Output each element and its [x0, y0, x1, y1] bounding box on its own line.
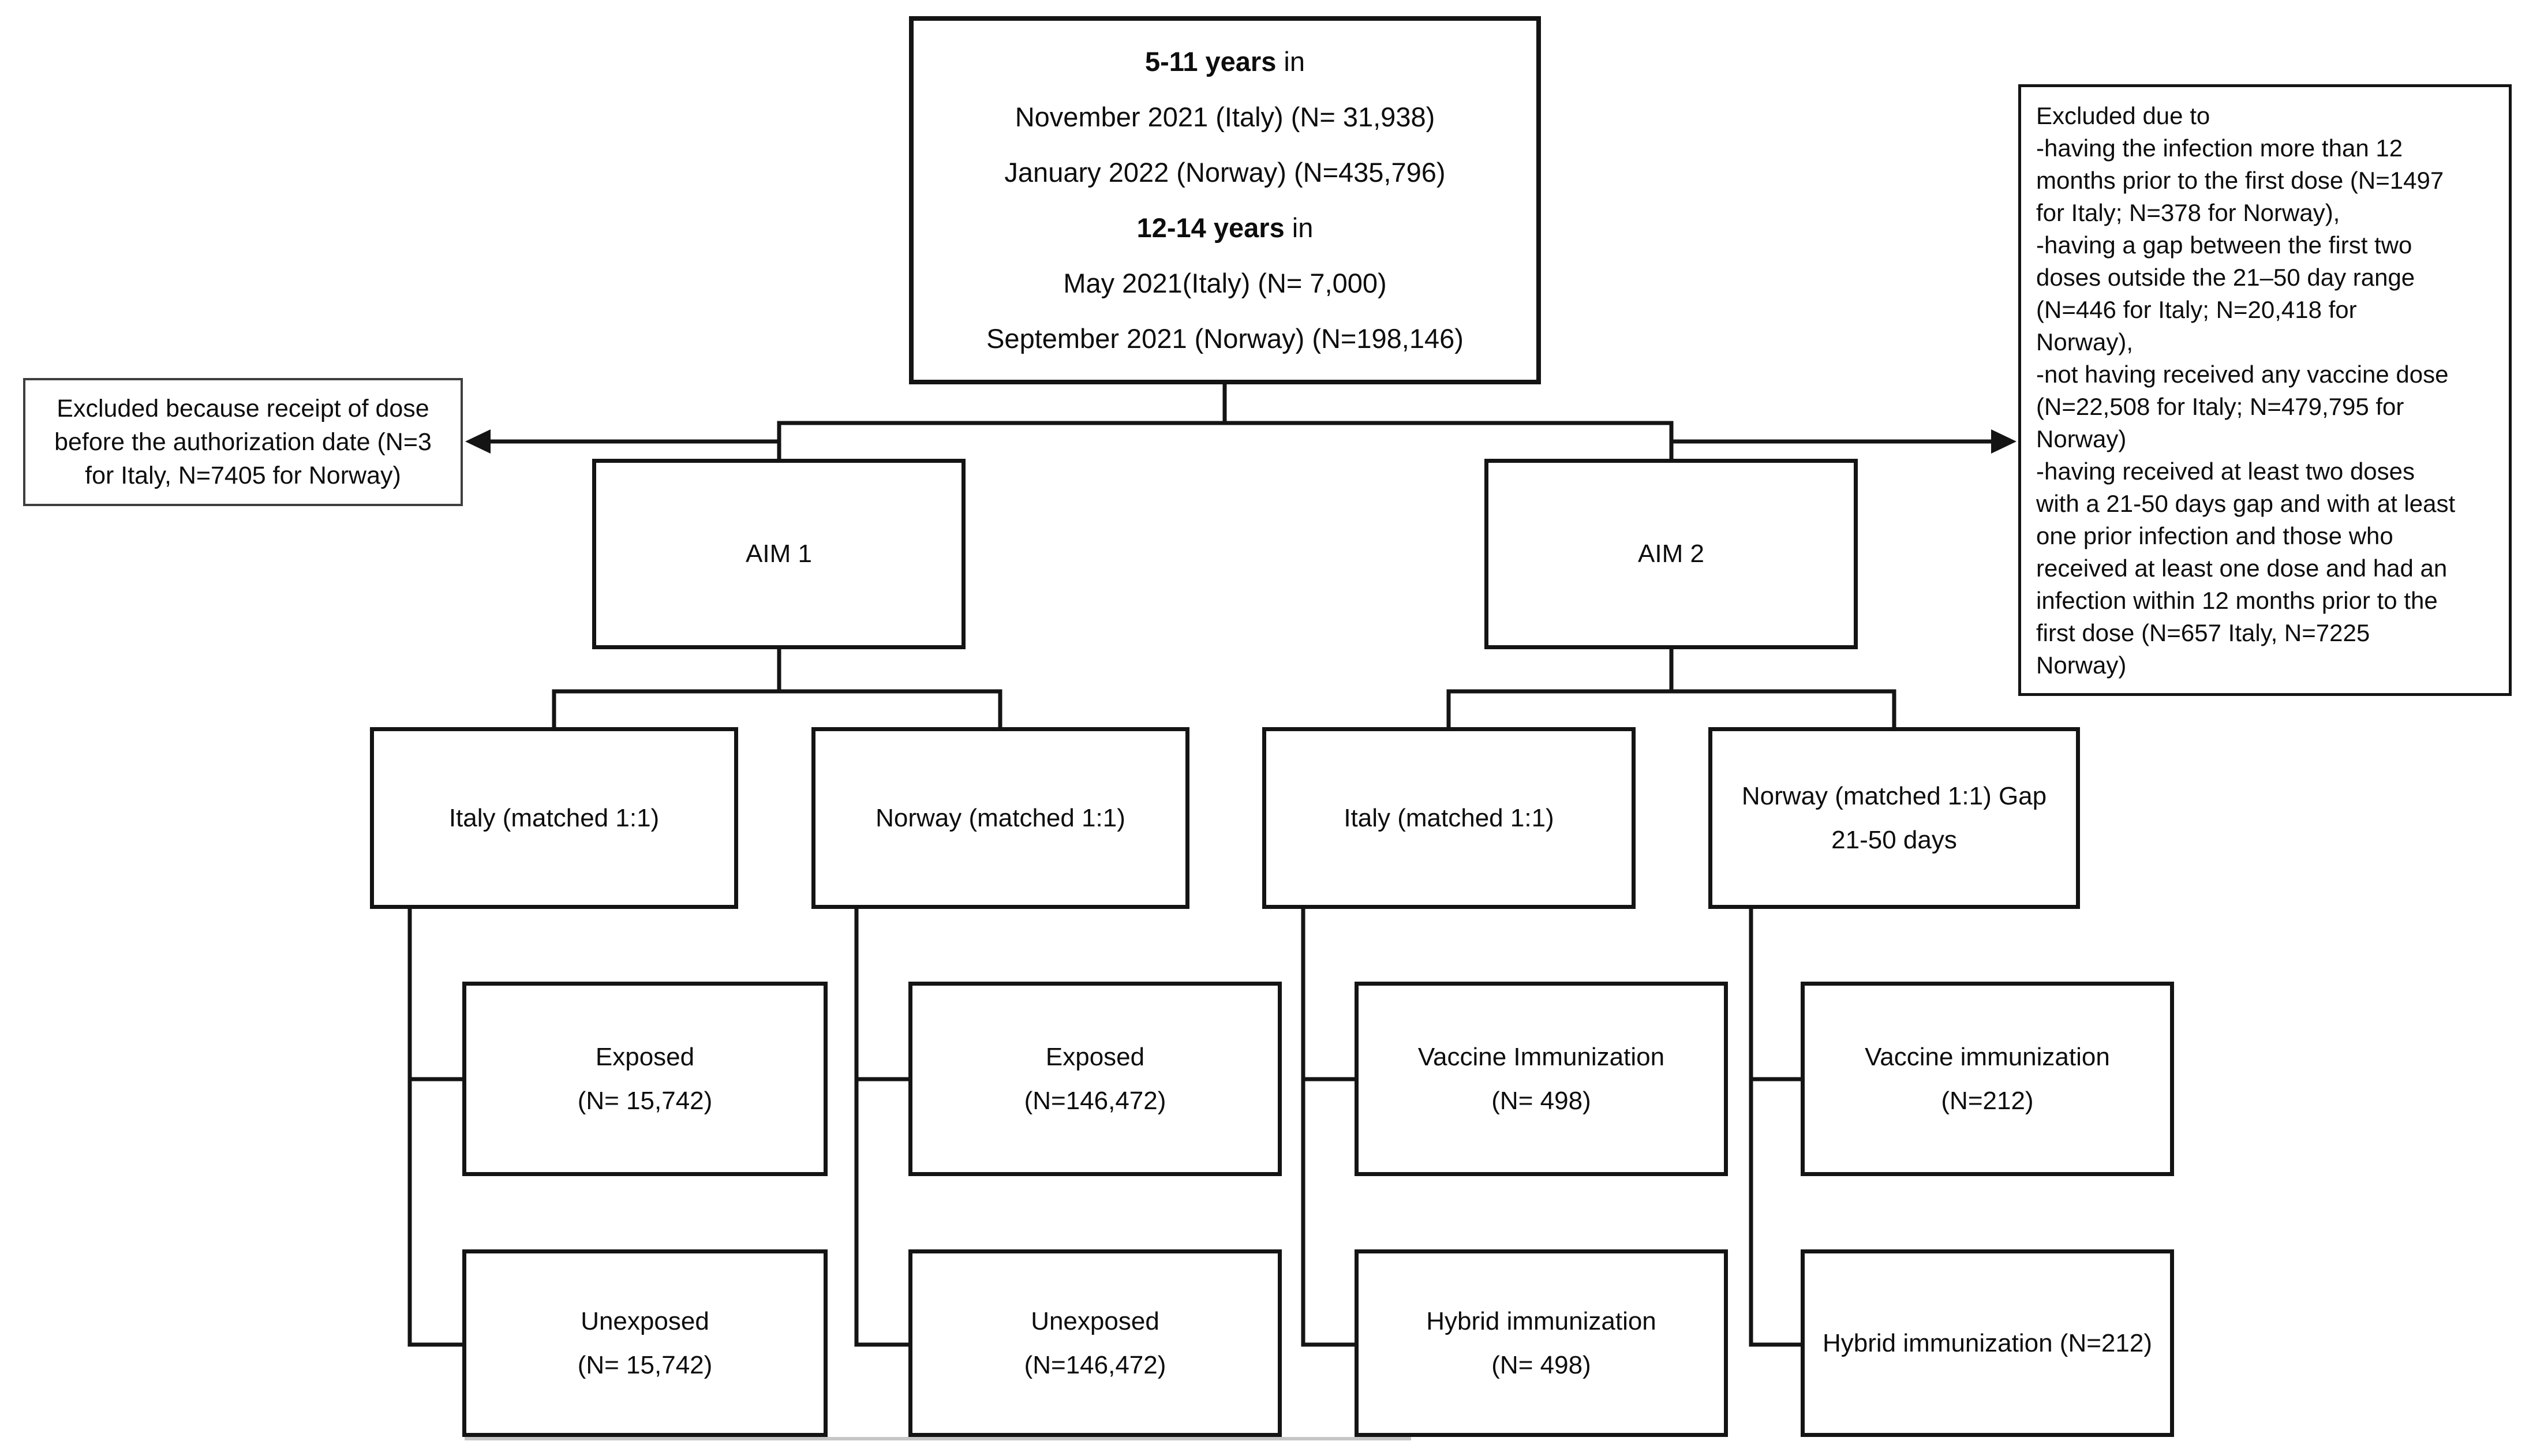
age-group-bold: 5-11 years — [1144, 46, 1277, 77]
group-label: Vaccine immunization (N=212) — [1865, 1042, 2110, 1115]
group-label: Exposed (N= 15,742) — [577, 1042, 713, 1115]
top-box-line: May 2021(Italy) (N= 7,000) — [1063, 268, 1387, 298]
group-label: Hybrid immunization (N=212) — [1823, 1328, 2152, 1357]
excluded-criteria-box: Excluded due to -having the infection mo… — [2018, 84, 2512, 696]
cohort-label: Norway (matched 1:1) Gap 21-50 days — [1741, 781, 2047, 854]
italy-unexposed-box: Unexposed (N= 15,742) — [462, 1249, 828, 1437]
aim1-italy-matched-box: Italy (matched 1:1) — [370, 727, 738, 909]
cohort-label: Italy (matched 1:1) — [1344, 803, 1554, 832]
excluded-authorization-date-box: Excluded because receipt of dose before … — [23, 378, 463, 506]
top-box-line: January 2022 (Norway) (N=435,796) — [1004, 157, 1446, 188]
age-group-bold: 12-14 years — [1136, 212, 1285, 243]
group-label: Unexposed (N=146,472) — [1024, 1307, 1166, 1379]
aim2-norway-matched-box: Norway (matched 1:1) Gap 21-50 days — [1708, 727, 2080, 909]
group-label: Exposed (N=146,472) — [1024, 1042, 1166, 1115]
cohort-label: Italy (matched 1:1) — [448, 803, 660, 832]
aim1-label: AIM 1 — [746, 540, 812, 568]
flow-connectors — [407, 380, 1995, 1347]
cohort-label: Norway (matched 1:1) — [876, 803, 1125, 832]
norway-hybrid-immunization-box: Hybrid immunization (N=212) — [1801, 1249, 2174, 1437]
left-arrowhead-icon — [465, 429, 491, 454]
group-label: Hybrid immunization (N= 498) — [1426, 1307, 1656, 1379]
aim2-box: AIM 2 — [1484, 459, 1858, 649]
top-box-line: 5-11 years in — [1144, 46, 1305, 77]
top-box-line: November 2021 (Italy) (N= 31,938) — [1015, 102, 1435, 132]
norway-exposed-box: Exposed (N=146,472) — [908, 982, 1282, 1176]
italy-exposed-box: Exposed (N= 15,742) — [462, 982, 828, 1176]
italy-hybrid-immunization-box: Hybrid immunization (N= 498) — [1355, 1249, 1728, 1437]
excluded-left-text: Excluded because receipt of dose before … — [54, 395, 432, 489]
aim2-label: AIM 2 — [1638, 540, 1704, 568]
italy-vaccine-immunization-box: Vaccine Immunization (N= 498) — [1355, 982, 1728, 1176]
right-arrowhead-icon — [1991, 429, 2017, 454]
page-artifact-line — [465, 1437, 1411, 1440]
top-box-line: September 2021 (Norway) (N=198,146) — [986, 323, 1464, 354]
group-label: Vaccine Immunization (N= 498) — [1417, 1042, 1665, 1115]
norway-unexposed-box: Unexposed (N=146,472) — [908, 1249, 1282, 1437]
top-population-box: 5-11 years in November 2021 (Italy) (N= … — [909, 16, 1541, 384]
aim1-norway-matched-box: Norway (matched 1:1) — [811, 727, 1189, 909]
aim2-italy-matched-box: Italy (matched 1:1) — [1262, 727, 1636, 909]
excluded-right-text: Excluded due to -having the infection mo… — [2036, 102, 2456, 679]
top-box-line: 12-14 years in — [1136, 212, 1314, 243]
group-label: Unexposed (N= 15,742) — [577, 1307, 713, 1379]
aim1-box: AIM 1 — [592, 459, 966, 649]
norway-vaccine-immunization-box: Vaccine immunization (N=212) — [1801, 982, 2174, 1176]
